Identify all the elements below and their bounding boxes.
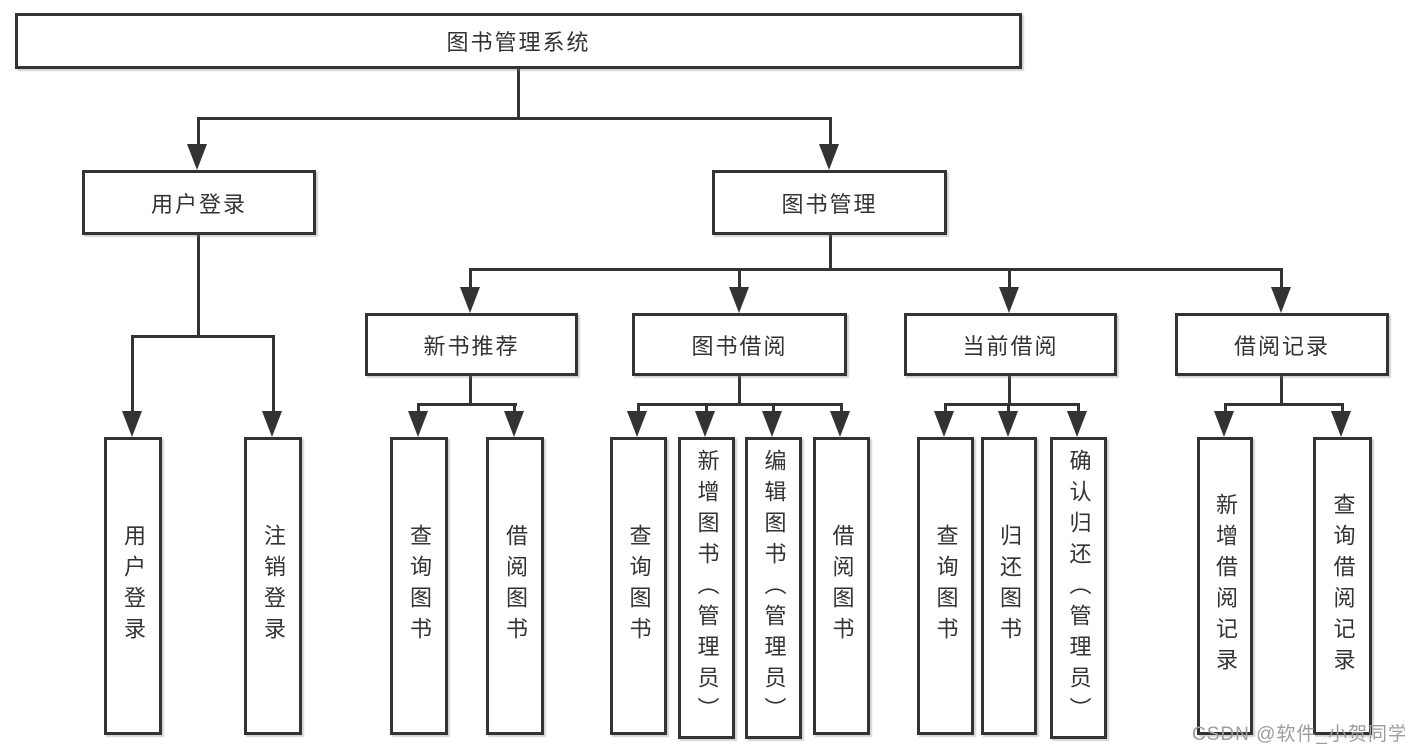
leaf-current-confirm-return-admin-label: 确认归还（管理员） bbox=[1066, 448, 1092, 728]
arrow-down-icon bbox=[729, 287, 749, 313]
arrow-down-icon bbox=[122, 411, 142, 437]
connector-vline bbox=[944, 403, 947, 415]
node-root-label: 图书管理系统 bbox=[446, 30, 591, 55]
leaf-user-login-label: 用户登录 bbox=[121, 524, 146, 648]
arrow-down-icon bbox=[1214, 411, 1234, 437]
connector-vline bbox=[840, 403, 843, 415]
leaf-borrow-add-book-admin-label: 新增图书（管理员） bbox=[694, 448, 720, 728]
node-borrow-records-label: 借阅记录 bbox=[1233, 333, 1330, 359]
leaf-borrow-query-book-label: 查询图书 bbox=[626, 524, 652, 648]
node-book-borrow-label: 图书借阅 bbox=[691, 333, 788, 359]
node-current-borrow-label: 当前借阅 bbox=[962, 333, 1059, 359]
leaf-user-login: 用户登录 bbox=[104, 437, 162, 735]
arrow-down-icon bbox=[627, 411, 647, 437]
connector-vline bbox=[1224, 403, 1227, 415]
node-current-borrow: 当前借阅 bbox=[904, 313, 1117, 376]
connector-vline bbox=[1280, 268, 1283, 290]
node-user-login-label: 用户登录 bbox=[150, 191, 247, 217]
connector-hline bbox=[197, 117, 832, 120]
arrow-down-icon bbox=[762, 411, 782, 437]
connector-hline bbox=[469, 268, 1283, 271]
leaf-newrec-query-book-label: 查询图书 bbox=[407, 524, 432, 648]
arrow-down-icon bbox=[934, 411, 954, 437]
leaf-records-query-record-label: 查询借阅记录 bbox=[1330, 493, 1356, 679]
connector-vline bbox=[705, 403, 708, 415]
connector-hline bbox=[1224, 403, 1343, 406]
leaf-borrow-query-book: 查询图书 bbox=[610, 437, 667, 735]
connector-vline bbox=[469, 268, 472, 290]
connector-vline bbox=[1007, 403, 1010, 415]
connector-vline bbox=[197, 233, 200, 337]
node-new-book-recommend-label: 新书推荐 bbox=[423, 333, 520, 359]
node-borrow-records: 借阅记录 bbox=[1175, 313, 1389, 376]
connector-hline bbox=[131, 335, 275, 338]
arrow-down-icon bbox=[1331, 411, 1351, 437]
arrow-down-icon bbox=[187, 144, 207, 170]
connector-vline bbox=[637, 403, 640, 415]
connector-vline bbox=[1008, 375, 1011, 406]
node-book-management: 图书管理 bbox=[712, 170, 947, 235]
connector-vline bbox=[829, 117, 832, 147]
connector-hline bbox=[417, 403, 517, 406]
connector-vline bbox=[1341, 403, 1344, 415]
arrow-down-icon bbox=[460, 287, 480, 313]
connector-vline bbox=[417, 403, 420, 415]
connector-vline bbox=[131, 335, 134, 413]
arrow-down-icon bbox=[408, 411, 428, 437]
node-book-management-label: 图书管理 bbox=[781, 191, 878, 217]
leaf-current-query-book-label: 查询图书 bbox=[933, 524, 959, 648]
leaf-borrow-borrow-book: 借阅图书 bbox=[813, 437, 870, 735]
leaf-newrec-borrow-book-label: 借阅图书 bbox=[503, 524, 528, 648]
leaf-newrec-query-book: 查询图书 bbox=[390, 437, 448, 735]
connector-vline bbox=[469, 375, 472, 406]
leaf-records-query-record: 查询借阅记录 bbox=[1313, 437, 1372, 735]
arrow-down-icon bbox=[1271, 287, 1291, 313]
leaf-borrow-edit-book-admin-label: 编辑图书（管理员） bbox=[761, 448, 787, 728]
node-new-book-recommend: 新书推荐 bbox=[365, 313, 578, 376]
connector-vline bbox=[1280, 375, 1283, 406]
connector-vline bbox=[517, 68, 520, 118]
leaf-current-return-book: 归还图书 bbox=[981, 437, 1037, 735]
arrow-down-icon bbox=[819, 144, 839, 170]
arrow-down-icon bbox=[998, 411, 1018, 437]
leaf-borrow-borrow-book-label: 借阅图书 bbox=[829, 524, 855, 648]
connector-vline bbox=[738, 375, 741, 406]
node-book-borrow: 图书借阅 bbox=[632, 313, 847, 376]
leaf-logout-login-label: 注销登录 bbox=[261, 524, 286, 648]
node-root: 图书管理系统 bbox=[15, 13, 1022, 69]
connector-vline bbox=[197, 117, 200, 147]
connector-vline bbox=[738, 268, 741, 290]
leaf-records-add-record: 新增借阅记录 bbox=[1197, 437, 1253, 735]
arrow-down-icon bbox=[262, 411, 282, 437]
connector-vline bbox=[772, 403, 775, 415]
leaf-borrow-add-book-admin: 新增图书（管理员） bbox=[678, 437, 735, 739]
leaf-current-confirm-return-admin: 确认归还（管理员） bbox=[1050, 437, 1107, 739]
connector-hline bbox=[944, 403, 1080, 406]
arrow-down-icon bbox=[695, 411, 715, 437]
leaf-records-add-record-label: 新增借阅记录 bbox=[1213, 493, 1238, 679]
arrow-down-icon bbox=[1067, 411, 1087, 437]
arrow-down-icon bbox=[999, 287, 1019, 313]
leaf-current-query-book: 查询图书 bbox=[917, 437, 974, 735]
leaf-current-return-book-label: 归还图书 bbox=[997, 524, 1022, 648]
connector-hline bbox=[637, 403, 842, 406]
connector-vline bbox=[1077, 403, 1080, 415]
connector-vline bbox=[829, 233, 832, 271]
csdn-watermark: CSDN @软件_小贺同学 bbox=[1192, 724, 1405, 745]
node-user-login: 用户登录 bbox=[82, 170, 316, 235]
leaf-newrec-borrow-book: 借阅图书 bbox=[486, 437, 544, 735]
arrow-down-icon bbox=[830, 411, 850, 437]
arrow-down-icon bbox=[504, 411, 524, 437]
connector-vline bbox=[272, 335, 275, 413]
leaf-borrow-edit-book-admin: 编辑图书（管理员） bbox=[745, 437, 802, 739]
leaf-logout-login: 注销登录 bbox=[244, 437, 302, 735]
connector-vline bbox=[513, 403, 516, 415]
connector-vline bbox=[1008, 268, 1011, 290]
